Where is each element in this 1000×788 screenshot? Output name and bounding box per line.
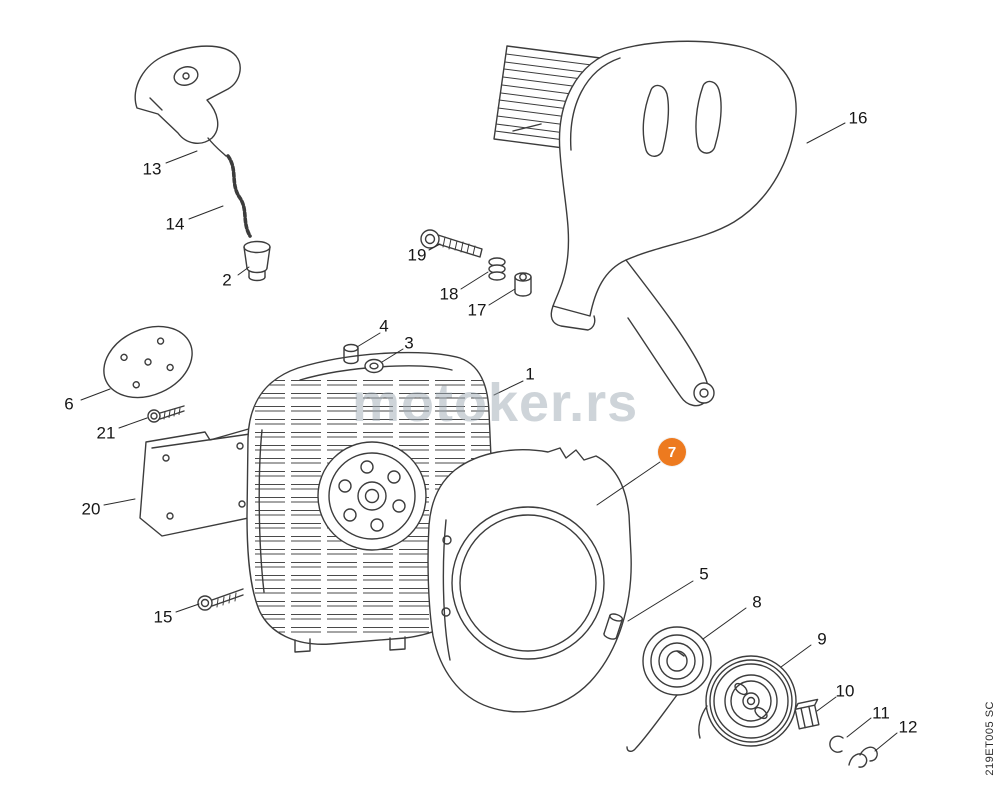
part-callout-19[interactable]: 19 — [407, 245, 427, 265]
part-callout-20[interactable]: 20 — [81, 499, 101, 519]
part-callout-12[interactable]: 12 — [898, 717, 918, 737]
document-code: 219ET005 SC — [984, 701, 996, 776]
leader-lines — [80, 122, 898, 752]
sleeve-17-drawing — [514, 272, 532, 297]
screw-19-drawing — [420, 229, 483, 258]
part-callout-21[interactable]: 21 — [96, 423, 116, 443]
screw-15-drawing — [197, 588, 244, 611]
part-callout-3[interactable]: 3 — [404, 333, 414, 353]
part-callout-5[interactable]: 5 — [699, 564, 709, 584]
part-callout-4[interactable]: 4 — [379, 316, 389, 336]
part-callout-11[interactable]: 11 — [872, 703, 890, 723]
part-callout-6[interactable]: 6 — [64, 394, 74, 414]
part-callout-10[interactable]: 10 — [835, 681, 855, 701]
pawl-clip-drawing — [794, 698, 820, 730]
part-callout-15[interactable]: 15 — [153, 607, 173, 627]
part-callout-14[interactable]: 14 — [165, 214, 185, 234]
retaining-ring-drawing — [829, 735, 844, 753]
pin-drawing — [603, 613, 624, 640]
part-callout-1[interactable]: 1 — [525, 364, 535, 384]
screw-21-drawing — [147, 405, 185, 423]
part-callout-9[interactable]: 9 — [817, 629, 827, 649]
washer-drawing — [364, 358, 384, 374]
part-callout-2[interactable]: 2 — [222, 270, 232, 290]
guide-plate-drawing — [139, 427, 263, 537]
rope-rotor-drawing — [698, 655, 797, 747]
rope-bushing-drawing — [243, 240, 271, 282]
rewind-spring-drawing — [626, 626, 712, 752]
hand-guard-drawing — [550, 40, 797, 407]
part-callout-13[interactable]: 13 — [142, 159, 162, 179]
part-callout-7-highlighted[interactable]: 7 — [658, 438, 686, 466]
starter-rope-drawing — [226, 154, 252, 238]
bushing-drawing — [343, 343, 359, 365]
part-callout-8[interactable]: 8 — [752, 592, 762, 612]
part-callout-18[interactable]: 18 — [439, 284, 459, 304]
cover-plate-drawing — [103, 325, 193, 399]
spring-clip-drawing — [848, 746, 878, 768]
starter-grip-drawing — [134, 45, 241, 157]
part-callout-17[interactable]: 17 — [467, 300, 487, 320]
spring-18-drawing — [488, 257, 506, 281]
part-callout-16[interactable]: 16 — [848, 108, 868, 128]
starter-cover-drawing — [427, 447, 632, 713]
